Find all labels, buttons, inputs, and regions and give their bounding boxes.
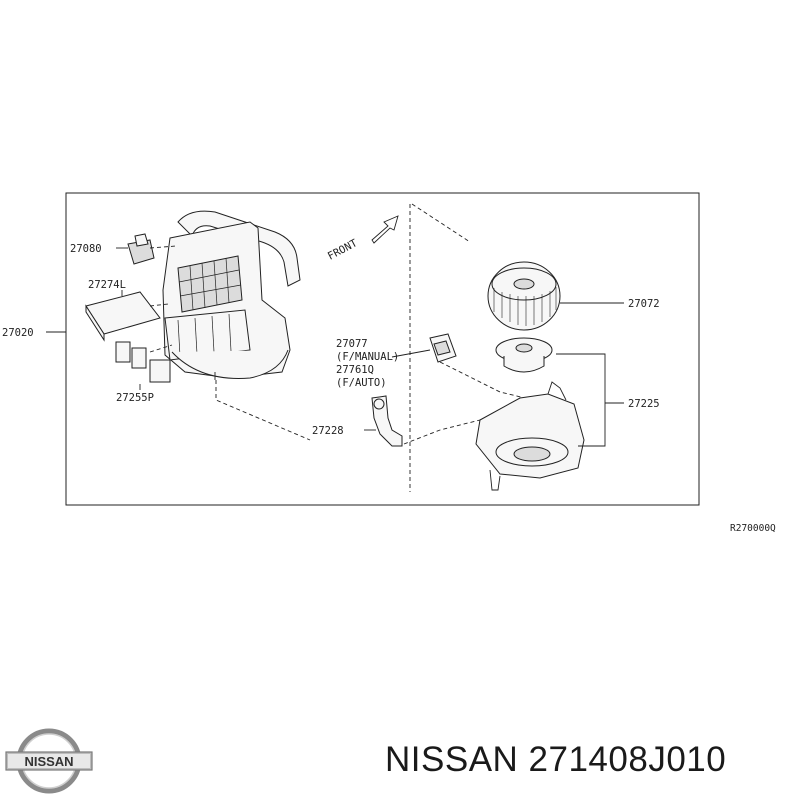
blower-housing-part — [162, 210, 301, 380]
label-27077: 27077 — [336, 338, 368, 350]
logo-text: NISSAN — [24, 754, 73, 769]
connector-part — [371, 395, 481, 447]
nissan-logo: NISSAN — [5, 728, 93, 794]
label-27255P: 27255P — [116, 392, 154, 404]
label-27020: 27020 — [2, 327, 34, 339]
motor-housing-part — [475, 381, 585, 491]
svg-text:FRONT: FRONT — [326, 237, 360, 263]
filter-kit-part — [115, 341, 173, 383]
filter-cover-part — [85, 291, 169, 342]
part-number-caption: NISSAN 271408J010 — [385, 740, 727, 779]
label-27761Q: 27761Q — [336, 364, 374, 376]
fan-part — [487, 261, 561, 331]
label-27080: 27080 — [70, 243, 102, 255]
label-27228: 27228 — [312, 425, 344, 437]
figure-reference: R270000Q — [730, 523, 776, 534]
motor-part — [495, 337, 553, 373]
leader-lines — [46, 247, 624, 447]
label-27274L: 27274L — [88, 279, 126, 291]
diagram-frame — [65, 192, 700, 506]
label-27225: 27225 — [628, 398, 660, 410]
front-indicator: FRONT — [326, 215, 399, 263]
resistor-part — [429, 333, 526, 399]
label-27761Q-note: (F/AUTO) — [336, 377, 387, 389]
label-27077-note: (F/MANUAL) — [336, 351, 399, 363]
clip-part — [127, 233, 177, 265]
label-27072: 27072 — [628, 298, 660, 310]
assembly-path-1 — [215, 380, 311, 441]
